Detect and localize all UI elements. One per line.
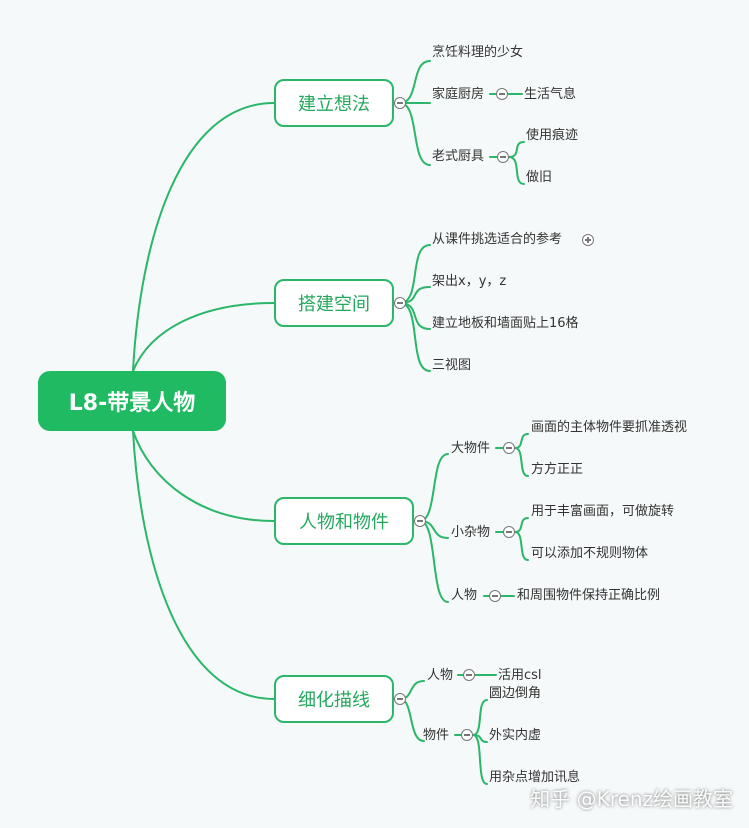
node-irregular-objects[interactable]: 可以添加不规则物体 <box>531 546 649 561</box>
node-rounded-bevel[interactable]: 圆边倒角 <box>489 686 542 701</box>
node-large-objects[interactable]: 大物件 <box>451 441 491 456</box>
collapse-icon[interactable] <box>503 442 515 454</box>
node-floor-wall-grid[interactable]: 建立地板和墙面贴上16格 <box>432 316 579 331</box>
node-life-atmosphere[interactable]: 生活气息 <box>524 87 577 102</box>
node-weathered[interactable]: 做旧 <box>526 170 553 185</box>
branch-node-space[interactable]: 搭建空间 <box>274 279 394 327</box>
node-old-utensils[interactable]: 老式厨具 <box>432 149 485 164</box>
node-xyz-axes[interactable]: 架出x，y，z <box>432 274 507 289</box>
node-noise-detail[interactable]: 用杂点增加讯息 <box>489 770 581 785</box>
node-refine-figure[interactable]: 人物 <box>427 668 454 683</box>
node-usage-marks[interactable]: 使用痕迹 <box>526 128 579 143</box>
node-pick-reference[interactable]: 从课件挑选适合的参考 <box>432 232 563 247</box>
connector-root-b3 <box>132 430 275 700</box>
node-solid-outer[interactable]: 外实内虚 <box>489 728 542 743</box>
collapse-icon[interactable] <box>394 297 406 309</box>
node-enrich-rotate[interactable]: 用于丰富画面，可做旋转 <box>531 504 675 519</box>
collapse-icon[interactable] <box>394 97 406 109</box>
collapse-icon[interactable] <box>394 693 406 705</box>
branch-node-line-refine[interactable]: 细化描线 <box>274 675 394 723</box>
node-small-items[interactable]: 小杂物 <box>451 525 491 540</box>
node-refine-objects[interactable]: 物件 <box>423 728 450 743</box>
connector-root-b1 <box>132 302 275 372</box>
node-home-kitchen[interactable]: 家庭厨房 <box>432 87 485 102</box>
collapse-icon[interactable] <box>497 151 509 163</box>
branch-node-idea[interactable]: 建立想法 <box>274 79 394 127</box>
connector-root-b0 <box>132 102 275 372</box>
expand-icon[interactable] <box>582 234 594 246</box>
node-correct-proportion[interactable]: 和周围物件保持正确比例 <box>517 588 661 603</box>
node-figure[interactable]: 人物 <box>451 588 478 603</box>
collapse-icon[interactable] <box>414 515 426 527</box>
branch-node-figure-objects[interactable]: 人物和物件 <box>274 497 414 545</box>
node-girl-cooking[interactable]: 烹饪料理的少女 <box>432 45 524 60</box>
collapse-icon[interactable] <box>496 88 508 100</box>
root-node[interactable]: L8-带景人物 <box>38 371 226 431</box>
collapse-icon[interactable] <box>463 669 475 681</box>
collapse-icon[interactable] <box>503 526 515 538</box>
collapse-icon[interactable] <box>461 729 473 741</box>
node-square[interactable]: 方方正正 <box>531 462 584 477</box>
node-three-views[interactable]: 三视图 <box>432 358 472 373</box>
watermark: 知乎 @Krenz绘画教室 <box>530 787 733 811</box>
connector-root-b2 <box>132 430 275 522</box>
collapse-icon[interactable] <box>489 590 501 602</box>
node-use-csl[interactable]: 活用csl <box>498 668 542 683</box>
node-main-perspective[interactable]: 画面的主体物件要抓准透视 <box>531 420 688 435</box>
